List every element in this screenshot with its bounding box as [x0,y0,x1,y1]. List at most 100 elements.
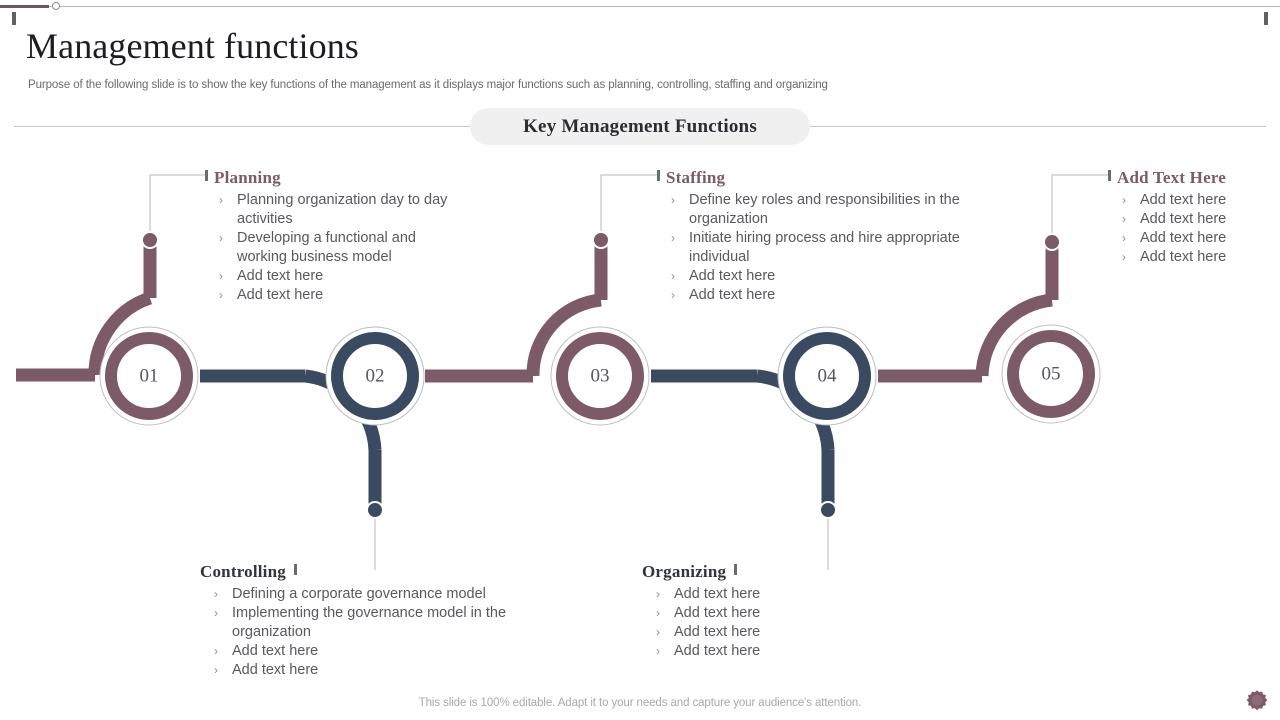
node-05[interactable]: 05 [1001,324,1101,424]
list-item-text: Add text here [674,624,761,640]
list-item-text: Add text here [1140,230,1227,246]
connector-arc-03 [526,293,602,377]
list-item-text: Add text here [232,643,319,659]
list-item-text: Define key roles and responsibilities in… [689,192,960,227]
section-staffing: Staffing › Define key roles and responsib… [657,168,977,305]
node-05-number: 05 [1042,364,1061,385]
section-add-text-here-title: Add Text Here [1117,168,1227,187]
list-item-text: Initiate hiring process and hire appropr… [689,230,960,265]
list-item: › Add text here [642,585,902,604]
list-item-text: Developing a functional and working busi… [237,230,416,265]
stem-end-dots [141,231,1061,519]
page-title: Management functions [26,26,359,66]
section-controlling: Controlling ›Defining a corporate govern… [200,562,520,680]
list-item-text: Add text here [232,662,319,678]
chevron-right-icon: › [656,606,660,620]
list-item: › Add text here [657,286,977,305]
section-organizing-heading: Organizing [642,562,902,582]
chevron-right-icon: › [656,587,660,601]
section-staffing-list: › Define key roles and responsibilities i… [657,191,977,305]
node-03[interactable]: 03 [550,326,650,426]
node-01[interactable]: 01 [99,326,199,426]
dot-planning [141,231,159,249]
list-item-text: Defining a corporate governance model [232,586,486,602]
list-item-text: Add text here [689,268,776,284]
section-organizing: Organizing › Add text here › Add text here… [642,562,902,661]
list-item: › Add text here [657,267,977,286]
heading-tick-icon [734,564,738,575]
connector-arc-05 [975,293,1053,377]
list-item-text: Add text here [1140,192,1227,208]
list-item: › Initiate hiring process and hire approp… [657,229,977,267]
section-organizing-title: Organizing [642,562,727,581]
chevron-right-icon: › [219,193,223,207]
leader-addtext [1051,174,1110,242]
node-03-number: 03 [591,366,610,387]
footer-note: This slide is 100% editable. Adapt it to… [418,697,862,709]
leader-staffing [600,174,660,240]
node-03-ring [556,332,644,420]
section-planning: Planning › Planning organization day to d… [205,168,455,305]
list-item-text: Planning organization day to day activit… [237,192,448,227]
list-item: › Developing a functional and working bus… [205,229,455,267]
list-item-text: Add text here [674,586,761,602]
gear-icon[interactable] [1241,686,1273,718]
node-05-ring [1007,330,1095,418]
node-circles: 01 02 03 04 [99,324,1101,426]
list-item-text: Add text here [689,287,776,303]
banner-pill: Key Management Functions [470,108,810,145]
chevron-right-icon: › [214,587,218,601]
chevron-right-icon: › [1122,212,1126,226]
chevron-right-icon: › [671,269,675,283]
banner-label: Key Management Functions [523,115,757,137]
list-item: › Add text here [200,642,520,661]
chevron-right-icon: › [671,288,675,302]
chevron-right-icon: › [214,606,218,620]
section-staffing-heading: Staffing [657,168,977,188]
node-04-number: 04 [818,366,838,387]
list-item-text: Add text here [237,287,324,303]
chevron-right-icon: › [219,231,223,245]
section-planning-title: Planning [214,168,281,187]
heading-tick-icon [205,170,208,181]
page-subtitle: Purpose of the following slide is to sho… [28,79,828,91]
heading-tick-icon [657,170,660,181]
list-item: ›Implementing the governance model in th… [200,604,520,642]
list-item-text: Add text here [1140,211,1227,227]
list-item-text: Add text here [674,605,761,621]
section-controlling-list: › Defining a corporate governance model ›… [200,585,520,680]
list-item: ›Add text here [1108,248,1280,267]
list-item: › Add text here [200,661,520,680]
chevron-right-icon: › [219,269,223,283]
chevron-right-icon: › [671,231,675,245]
dot-controlling [366,501,384,519]
section-planning-heading: Planning [205,168,455,188]
node-02[interactable]: 02 [325,326,425,426]
section-add-text-here-list: ›Add text here ›Add text here ›Add text … [1108,191,1280,267]
section-staffing-title: Staffing [666,168,726,187]
section-planning-list: › Planning organization day to day activi… [205,191,455,305]
list-item-text: Add text here [674,643,761,659]
list-item: ›Add text here [205,267,455,286]
chevron-right-icon: › [1122,231,1126,245]
list-item: ›Add text here [642,623,902,642]
list-item: › Add text here [1108,229,1280,248]
list-item-text: Add text here [1140,249,1227,265]
top-rule-marker-icon [52,2,60,10]
node-01-ring [105,332,193,420]
dot-staffing [592,231,610,249]
chevron-right-icon: › [214,644,218,658]
leader-planning [149,174,205,240]
chevron-right-icon: › [214,663,218,677]
node-04[interactable]: 04 [777,326,877,426]
node-04-ring [783,332,871,420]
list-item: ›Add text here [205,286,455,305]
list-item: › Planning organization day to day activi… [205,191,455,229]
list-item: ›Define key roles and responsibilities i… [657,191,977,229]
connector-arc-01 [88,291,153,376]
list-item: ›Add text here [642,642,902,661]
divider-cap-right [1264,12,1268,25]
heading-tick-icon [1108,170,1111,181]
list-item: › Defining a corporate governance model [200,585,520,604]
